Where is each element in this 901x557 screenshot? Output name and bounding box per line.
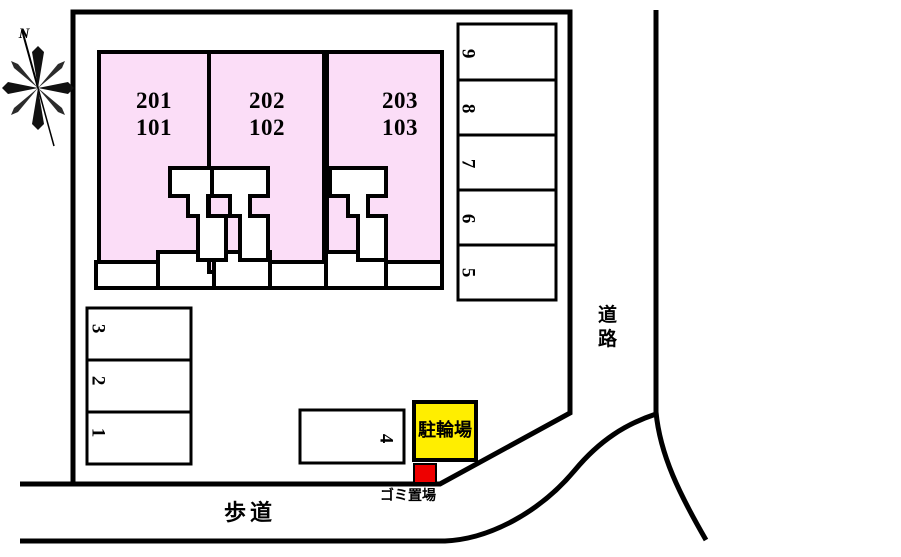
bike-parking-label: 駐輪場 bbox=[418, 420, 472, 441]
parking-stall-label-9: 9 bbox=[457, 48, 479, 59]
compass-point-n bbox=[32, 46, 44, 88]
road-outer-line bbox=[653, 10, 709, 542]
property-outline bbox=[70, 9, 573, 487]
block-a-entry-left bbox=[94, 260, 160, 290]
parking-stall-5[interactable] bbox=[456, 243, 558, 302]
stair-block-c bbox=[328, 166, 388, 262]
compass-rose bbox=[2, 29, 74, 147]
trash-area bbox=[413, 463, 437, 484]
road-label: 道 路 bbox=[597, 304, 618, 350]
unit-label-202: 202 bbox=[249, 88, 285, 113]
parking-stall-9[interactable] bbox=[456, 22, 558, 82]
compass-north-label: N bbox=[18, 26, 30, 42]
compass-point-sw bbox=[11, 88, 38, 115]
sidewalk-band bbox=[20, 411, 657, 544]
compass-south-needle bbox=[37, 87, 55, 147]
parking-column-right bbox=[456, 22, 558, 302]
unit-label-201: 201 bbox=[136, 88, 172, 113]
block-a-body bbox=[97, 50, 211, 274]
sidewalk-label: 歩道 bbox=[223, 501, 276, 526]
unit-label-103: 103 bbox=[382, 115, 418, 140]
parking-stall-1[interactable] bbox=[85, 410, 193, 466]
building-block-b bbox=[207, 50, 328, 290]
compass-point-nw bbox=[11, 61, 38, 88]
compass-point-se bbox=[38, 88, 65, 115]
unit-label-203: 203 bbox=[382, 88, 418, 113]
parking-stall-label-5: 5 bbox=[457, 267, 479, 278]
unit-label-102: 102 bbox=[249, 115, 285, 140]
parking-stall-label-8: 8 bbox=[457, 103, 479, 114]
parking-stall-4[interactable] bbox=[298, 408, 406, 465]
parking-bottom-group bbox=[298, 408, 406, 465]
unit-label-101: 101 bbox=[136, 115, 172, 140]
compass-point-e bbox=[38, 82, 74, 94]
block-c-entry-right bbox=[384, 260, 444, 290]
parking-column-left bbox=[85, 306, 193, 466]
stairwell-shapes bbox=[168, 166, 388, 262]
parking-stall-label-3: 3 bbox=[87, 323, 109, 334]
road-edge bbox=[653, 10, 709, 542]
parking-stall-label-1: 1 bbox=[87, 427, 109, 438]
parking-stall-label-2: 2 bbox=[87, 375, 109, 386]
bike-parking-area bbox=[412, 400, 478, 462]
parking-stall-3[interactable] bbox=[85, 306, 193, 362]
trash-area-label: ゴミ置場 bbox=[380, 488, 436, 504]
sidewalk-bottom-line bbox=[20, 411, 657, 544]
bike-parking-box[interactable] bbox=[412, 400, 478, 462]
compass-north-needle bbox=[21, 29, 39, 89]
trash-marker-box[interactable] bbox=[413, 463, 437, 484]
stair-block-b bbox=[210, 166, 270, 262]
block-b-entry-right bbox=[268, 260, 328, 290]
parking-stall-label-6: 6 bbox=[457, 213, 479, 224]
site-boundary bbox=[70, 9, 573, 487]
parking-stall-label-7: 7 bbox=[457, 158, 479, 169]
compass-point-w bbox=[2, 82, 38, 94]
compass-point-ne bbox=[38, 61, 65, 88]
compass-point-s bbox=[32, 88, 44, 130]
parking-stall-7[interactable] bbox=[456, 133, 558, 192]
parking-stall-label-4: 4 bbox=[375, 433, 397, 444]
